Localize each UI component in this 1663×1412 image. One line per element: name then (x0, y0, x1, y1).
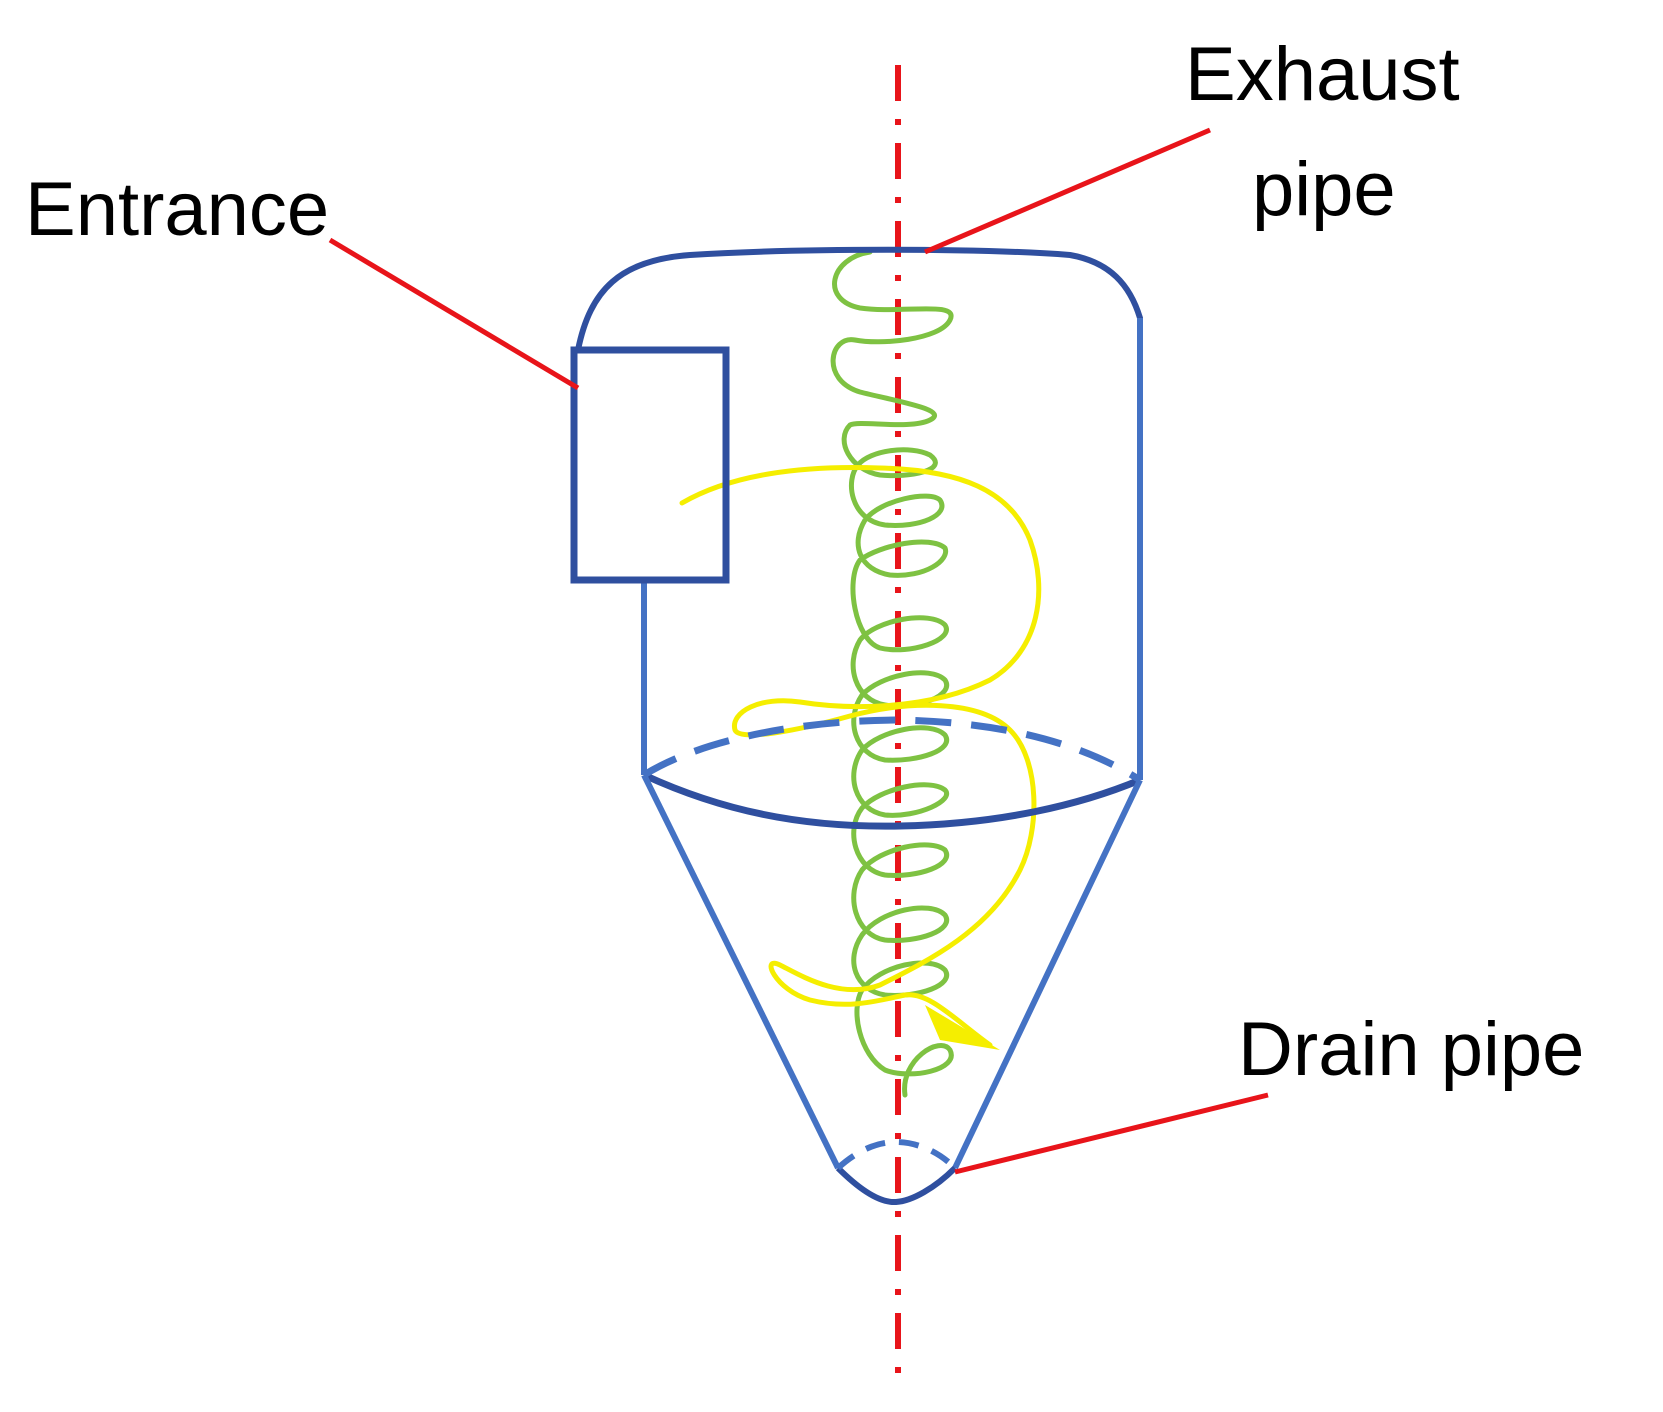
entrance-inlet (570, 346, 730, 584)
outer-vortex-arrowhead (925, 1005, 1000, 1050)
junction-back-arc-dashed (642, 716, 1142, 783)
outer-vortex-yellow (679, 465, 1042, 1048)
drain-leader-line (954, 1092, 1269, 1175)
entrance-leader-line (328, 237, 580, 391)
cone-left-wall (641, 773, 841, 1170)
junction-front-arc (642, 771, 1142, 830)
exhaust-label-line1: Exhaust (1185, 32, 1460, 117)
drain-label: Drain pipe (1238, 1007, 1584, 1092)
drain-bottom-front-arc (835, 1165, 958, 1206)
inner-vortex-green (830, 249, 954, 1098)
drain-bottom-back-arc-dashed (835, 1138, 958, 1171)
cone-right-wall (952, 778, 1143, 1170)
exhaust-leader-line (924, 127, 1211, 255)
exhaust-label-line2: pipe (1252, 147, 1396, 232)
cyclone-top-dome (575, 246, 1143, 353)
entrance-label: Entrance (25, 167, 329, 252)
